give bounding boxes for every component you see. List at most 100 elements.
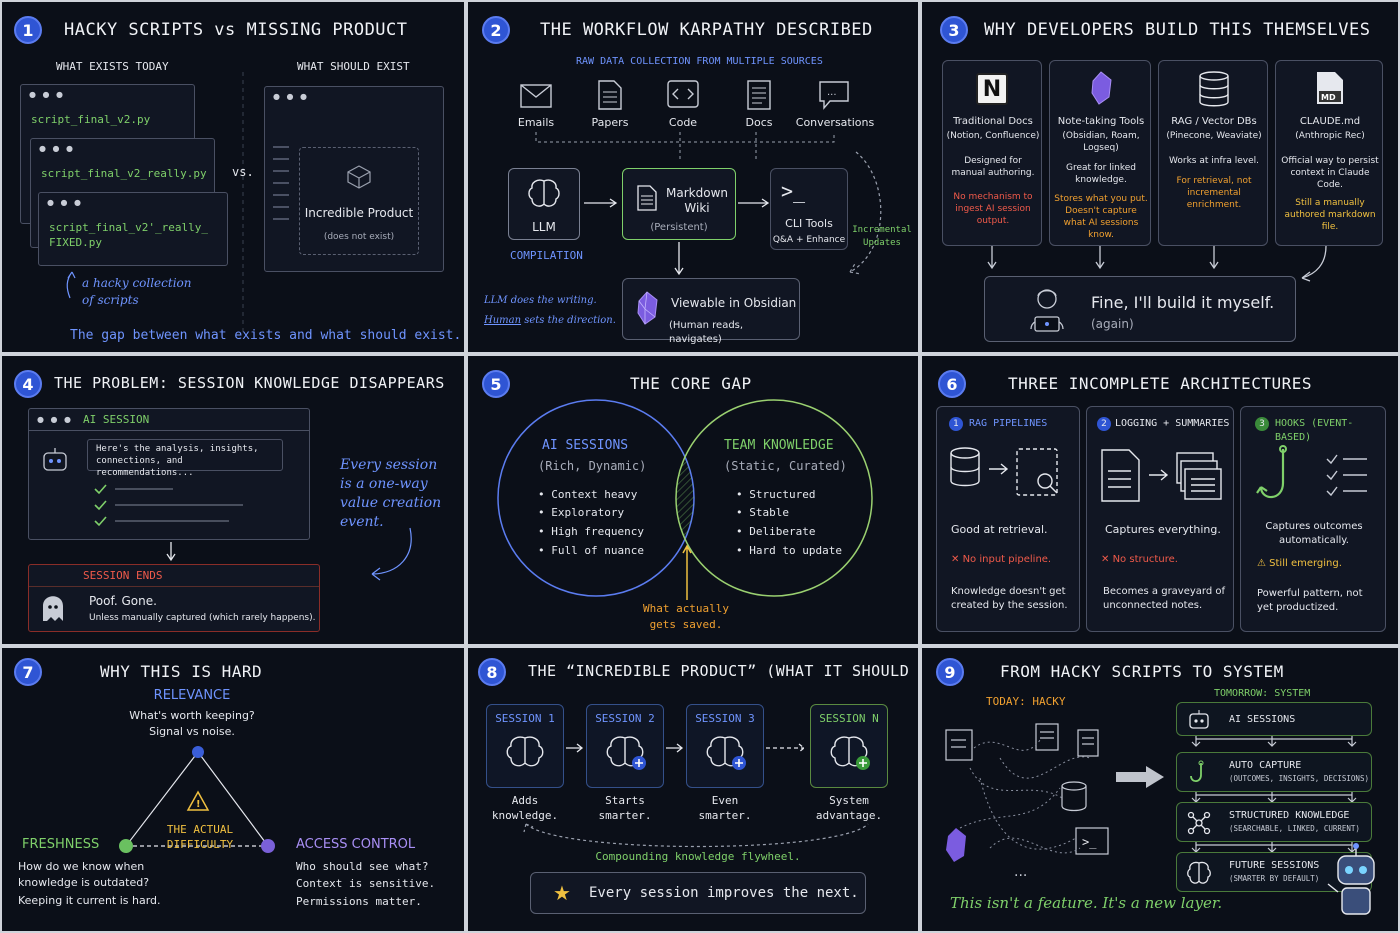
col-good: Captures outcomes automatically. — [1265, 521, 1363, 546]
banner-text: Every session improves the next. — [589, 885, 859, 901]
col-bad-text: Still emerging. — [1269, 558, 1342, 569]
svg-text:>_: >_ — [1082, 835, 1097, 849]
tomorrow-label: TOMORROW: SYSTEM — [1214, 688, 1311, 699]
ghost-icon — [43, 596, 63, 621]
brain-icon — [528, 179, 560, 207]
panel-title: WHY DEVELOPERS BUILD THIS THEMSELVES — [984, 20, 1371, 40]
col-head: RAG PIPELINES — [969, 418, 1048, 429]
freshness-line-1: How do we know when — [18, 860, 145, 873]
system-step: STRUCTURED KNOWLEDGE (SEARCHABLE, LINKED… — [1176, 802, 1372, 842]
panel-title: THREE INCOMPLETE ARCHITECTURES — [1008, 374, 1312, 393]
curved-arrow — [66, 271, 76, 299]
banner-box: ★ Every session improves the next. — [530, 872, 866, 914]
panel-number: 1 — [14, 16, 42, 44]
wiki-line-3: (Persistent) — [650, 222, 708, 233]
product-placeholder — [299, 147, 419, 255]
col-bad-text: No input pipeline. — [962, 554, 1052, 565]
step-sub: (OUTCOMES, INSIGHTS, DECISIONS) — [1229, 774, 1369, 783]
arrow-wiki-cli — [738, 198, 770, 208]
card-body: Works at infra level. — [1169, 156, 1259, 166]
note-human-rest: sets the direction. — [524, 315, 616, 326]
build-again: (again) — [1091, 317, 1134, 331]
freshness-line-3: Keeping it current is hard. — [18, 894, 161, 907]
session-caption-2: knowledge. — [491, 809, 559, 822]
card-note-taking: Note-taking Tools (Obsidian, Roam, Logse… — [1049, 60, 1151, 246]
team-item-4: • Hard to update — [736, 544, 842, 557]
card-sub: (Notion, Confluence) — [946, 131, 1040, 141]
product-sub: (does not exist) — [323, 232, 395, 242]
session-label: SESSION 2 — [595, 712, 655, 725]
product-window: ● ● ● Incredible Product (does not exist… — [264, 86, 444, 272]
ai-item-text: Exploratory — [551, 506, 625, 519]
panel-title: THE WORKFLOW KARPATHY DESCRIBED — [540, 20, 873, 40]
session-caption-1: Starts — [605, 794, 645, 807]
col-number: 1 — [949, 417, 963, 431]
source-emails: Emails — [517, 116, 555, 129]
system-step: AI SESSIONS — [1176, 702, 1372, 736]
panel-subtitle: RAW DATA COLLECTION FROM MULTIPLE SOURCE… — [576, 56, 823, 67]
note-human-word: Human — [484, 315, 522, 326]
paper-icon — [598, 80, 622, 110]
llm-label: LLM — [532, 220, 556, 234]
svg-text:...: ... — [827, 87, 837, 98]
col-rag: 1 RAG PIPELINES Good at retrieval. ✕ No … — [936, 406, 1080, 632]
ends-label: SESSION ENDS — [83, 569, 163, 582]
card-sub: (Obsidian, Roam, Logseq) — [1062, 131, 1140, 154]
obsidian-box: Viewable in Obsidian (Human reads, navig… — [622, 278, 800, 345]
session-caption-1: Adds — [511, 794, 539, 807]
brain-icon — [706, 736, 746, 770]
session-caption-1: System — [829, 794, 869, 807]
panel-title: THE CORE GAP — [630, 374, 752, 393]
session-label: AI SESSION — [83, 413, 150, 426]
session-arrows — [566, 743, 806, 753]
ai-session-window: ● ● ● AI SESSION Here's the analysis, in… — [28, 408, 310, 540]
step-name: AI SESSIONS — [1229, 714, 1296, 725]
panel-footer: This isn't a feature. It's a new layer. — [950, 894, 1223, 912]
source-docs: Docs — [745, 116, 773, 129]
team-item-text: Stable — [749, 506, 789, 519]
flywheel-arc — [523, 823, 869, 848]
ai-item-1: • Context heavy — [538, 488, 638, 501]
source-conversations: Conversations — [795, 116, 875, 129]
col-good: Good at retrieval. — [951, 523, 1048, 536]
step-sub: (SMARTER BY DEFAULT) — [1229, 874, 1320, 883]
warning-icon: ⚠ — [1257, 558, 1266, 569]
col-foot: Knowledge doesn't get created by the ses… — [951, 586, 1068, 611]
team-item-2: • Stable — [736, 506, 789, 519]
arrow-down — [166, 542, 176, 562]
panel-hacky-to-system: 9 FROM HACKY SCRIPTS TO SYSTEM TODAY: HA… — [922, 648, 1398, 931]
code-icon — [667, 80, 699, 108]
panel-title: THE PROBLEM: SESSION KNOWLEDGE DISAPPEAR… — [54, 374, 445, 392]
session-label: SESSION 1 — [495, 712, 555, 725]
incremental-loop — [849, 151, 882, 275]
note-line-1: a hacky collection — [82, 276, 192, 290]
ai-item-text: Context heavy — [551, 488, 638, 501]
card-name: RAG / Vector DBs — [1171, 116, 1257, 127]
venn-diagram — [497, 399, 873, 597]
script-file-2: script_final_v2_really.py — [41, 167, 207, 180]
session-card: SESSION N — [810, 704, 888, 788]
session-card: SESSION 2 — [586, 704, 664, 788]
x-icon: ✕ — [951, 554, 960, 565]
difficulty-line-1: THE ACTUAL — [166, 823, 234, 836]
incremental-line-1: Incremental — [852, 225, 912, 235]
team-item-text: Structured — [749, 488, 816, 501]
panel-problem: 4 THE PROBLEM: SESSION KNOWLEDGE DISAPPE… — [2, 356, 464, 644]
left-label: WHAT EXISTS TODAY — [56, 60, 169, 73]
freshness-line-2: knowledge is outdated? — [18, 876, 150, 889]
step-connector — [1191, 736, 1357, 747]
build-myself-box: Fine, I'll build it myself. (again) — [984, 276, 1296, 342]
check-list — [94, 484, 243, 527]
session-ends-box: SESSION ENDS Poof. Gone. Unless manually… — [28, 564, 320, 632]
panel-workflow: 2 THE WORKFLOW KARPATHY DESCRIBED RAW DA… — [468, 2, 918, 352]
chat-icon: ... — [819, 81, 849, 110]
panel-number: 5 — [482, 370, 510, 398]
product-name: Incredible Product — [304, 206, 414, 220]
col-hooks: 3 HOOKS (EVENT-BASED) Captures outcomes … — [1240, 406, 1386, 632]
panel-number: 3 — [940, 16, 968, 44]
panel-why-build: 3 WHY DEVELOPERS BUILD THIS THEMSELVES N… — [922, 2, 1398, 352]
panel-hacky-scripts: 1 HACKY SCRIPTS vs MISSING PRODUCT WHAT … — [2, 2, 464, 352]
step-icon — [1190, 760, 1204, 783]
card-sub: (Pinecone, Weaviate) — [1166, 131, 1262, 141]
obsidian-icon — [637, 291, 658, 325]
